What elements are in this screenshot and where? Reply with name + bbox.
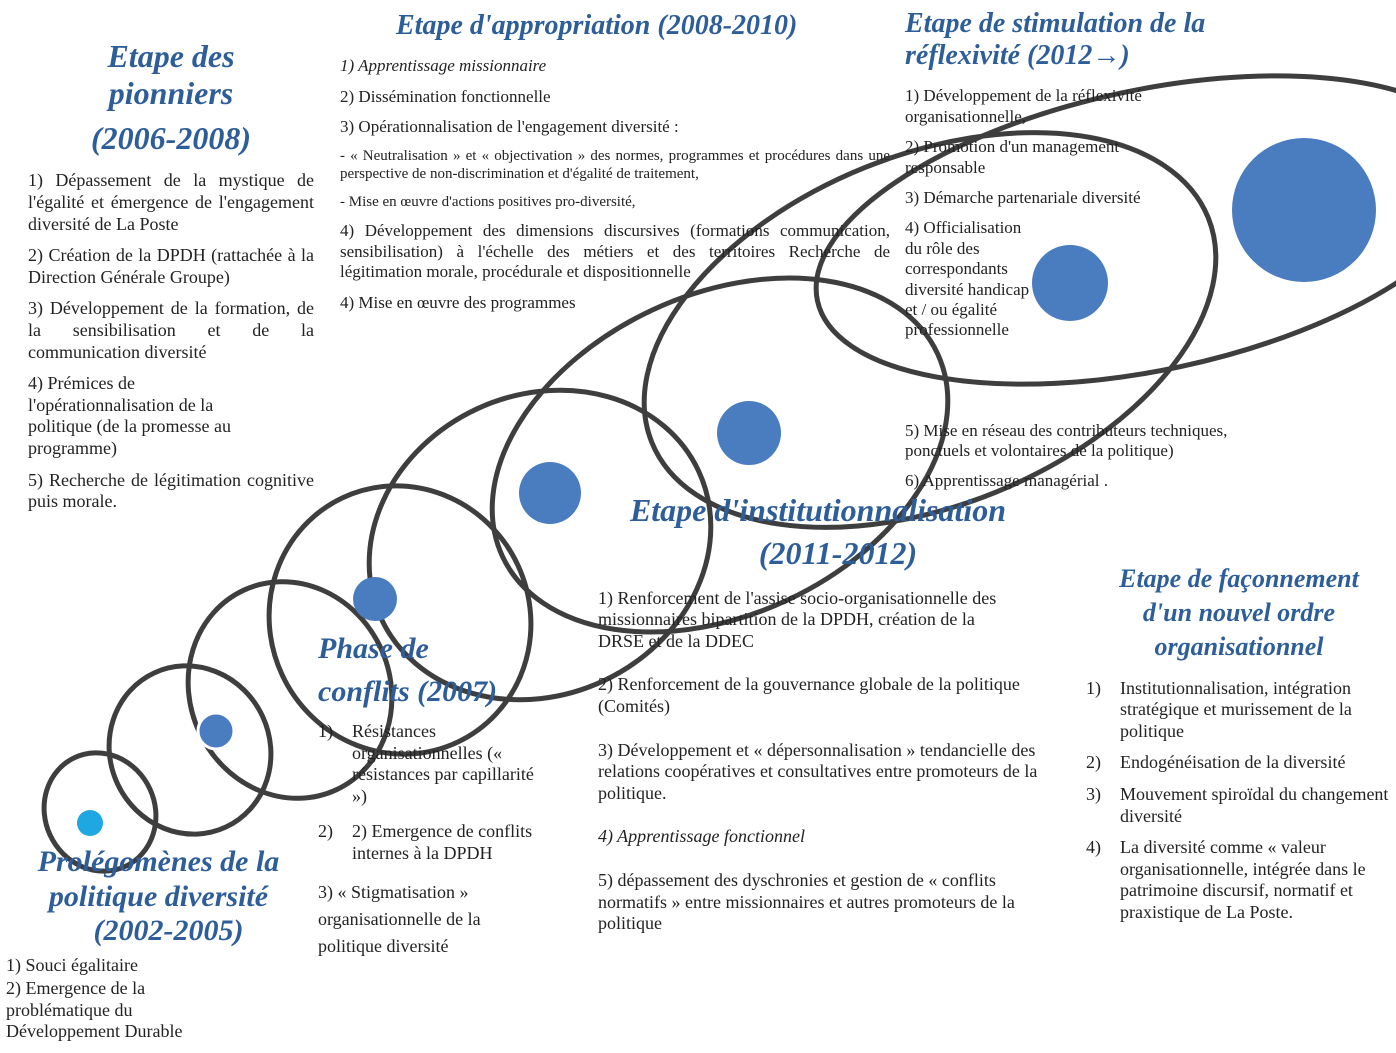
- stage-institutionnalisation-title-line-2: (2011-2012): [758, 534, 918, 571]
- list-item: 5) Mise en réseau des contributeurs tech…: [905, 420, 1228, 461]
- marker-conflits: [353, 577, 397, 621]
- list-item: 1) Institutionnalisation, intégration st…: [1086, 678, 1392, 743]
- spiral-loop-2: [106, 663, 274, 837]
- spiral-loop-4: [266, 483, 534, 757]
- stage-conflits-list: 1) Résistances organisationnelles (« rés…: [318, 721, 548, 865]
- stage-prolegomenes-title-line-1: Prolégomènes de la: [37, 845, 280, 878]
- stage-faconnement-title-line-2: d'un nouvel ordre: [1142, 597, 1336, 627]
- stage-appropriation-list: 1) Apprentissage missionnaire 2) Dissémi…: [340, 56, 890, 313]
- list-item: 4) La diversité comme « valeur organisat…: [1086, 837, 1392, 923]
- list-item: 2) Promotion d'un management responsable: [905, 137, 1120, 177]
- list-item: 2) 2) Emergence de conflits internes à l…: [318, 821, 548, 864]
- stage-conflits-extra: 3) « Stigmatisation » organisationnelle …: [318, 881, 481, 956]
- list-text: 2) Emergence de conflits internes à la D…: [352, 821, 533, 863]
- marker-institutionnalisation: [717, 401, 781, 465]
- spiral-loop-6: [489, 275, 951, 635]
- list-text: Mouvement spiroïdal du changement divers…: [1120, 784, 1389, 826]
- stage-reflexivite-list: 1) Développement de la réflexivité organ…: [905, 86, 1250, 491]
- list-item: 3) Développement et « dépersonnalisation…: [598, 739, 1038, 803]
- marker-pionniers: [196, 711, 236, 751]
- stage-institutionnalisation-title: Etape d'institutionnalisation (2011-2012…: [598, 492, 1038, 572]
- stage-institutionnalisation-title-line-1: Etape d'institutionnalisation: [629, 492, 1007, 528]
- list-item: - « Neutralisation » et « objectivation …: [340, 148, 890, 183]
- spiral-loop-8: [813, 73, 1396, 387]
- list-item: 6) Apprentissage managérial .: [905, 471, 1108, 491]
- marker-reflexivite: [1032, 245, 1108, 321]
- marker-appropriation: [519, 462, 581, 524]
- list-text: Institutionnalisation, intégration strat…: [1120, 677, 1352, 741]
- list-item: 4) Officialisation du rôle des correspon…: [905, 218, 1030, 340]
- stage-pionniers-title-line-3: (2006-2008): [91, 119, 251, 156]
- list-item: 2) Dissémination fonctionnelle: [340, 86, 551, 106]
- list-text: Résistances organisationnelles (« résist…: [352, 721, 534, 806]
- list-item: 4) Prémices de l'opérationnalisation de …: [28, 373, 231, 458]
- stage-pionniers-title-line-1: Etape des: [107, 38, 235, 74]
- list-item: 2) Création de la DPDH (rattachée à la D…: [28, 245, 314, 287]
- stage-faconnement-list: 1) Institutionnalisation, intégration st…: [1086, 678, 1392, 924]
- list-number: 2): [318, 821, 333, 842]
- list-item: 2) Endogénéisation de la diversité: [1086, 752, 1392, 774]
- stage-pionniers-title: Etape des pionniers (2006-2008): [28, 38, 314, 156]
- stage-faconnement-title-line-1: Etape de façonnement: [1119, 564, 1359, 593]
- stage-markers: [77, 138, 1376, 836]
- list-item: 1) Souci égalitaire: [6, 954, 138, 975]
- list-item: 3) Développement de la formation, de la …: [28, 298, 314, 362]
- list-item: 4) Développement des dimensions discursi…: [340, 221, 890, 282]
- stage-reflexivite: Etape de stimulation de la réflexivité (…: [905, 8, 1250, 502]
- stage-prolegomenes: Prolégomènes de la politique diversité (…: [6, 845, 311, 1053]
- stage-pionniers-title-line-2: pionniers: [108, 74, 234, 111]
- list-number: 2): [1086, 752, 1101, 773]
- list-item: 5) Recherche de légitimation cognitive p…: [28, 469, 314, 512]
- list-item: - Mise en œuvre d'actions positives pro-…: [340, 194, 636, 211]
- marker-faconnement: [1232, 138, 1376, 282]
- list-item: 2) Emergence de la problématique du Déve…: [6, 978, 183, 1042]
- list-text: Endogénéisation de la diversité: [1120, 752, 1346, 773]
- list-number: 3): [1086, 784, 1101, 805]
- stage-conflits-title-line-2: conflits (2007): [318, 674, 498, 708]
- stage-appropriation: Etape d'appropriation (2008-2010) 1) App…: [340, 10, 890, 323]
- list-item: 1) Résistances organisationnelles (« rés…: [318, 721, 548, 807]
- spiral-loop-7: [641, 130, 1219, 530]
- list-item: 1) Dépassement de la mystique de l'égali…: [28, 170, 314, 234]
- marker-prolegomenes: [77, 810, 103, 836]
- stage-institutionnalisation: Etape d'institutionnalisation (2011-2012…: [598, 492, 1038, 945]
- spiral-loop-1: [41, 750, 159, 874]
- list-item: 1) Apprentissage missionnaire: [340, 56, 547, 76]
- stage-faconnement-title: Etape de façonnement d'un nouvel ordre o…: [1086, 564, 1392, 662]
- list-item: 1) Développement de la réflexivité organ…: [905, 86, 1142, 126]
- stage-appropriation-title: Etape d'appropriation (2008-2010): [396, 10, 798, 41]
- list-item: 1) Renforcement de l'assise socio-organi…: [598, 587, 997, 651]
- stage-pionniers: Etape des pionniers (2006-2008) 1) Dépas…: [28, 38, 314, 523]
- stage-conflits-title-line-1: Phase de: [318, 632, 429, 665]
- stage-institutionnalisation-list: 1) Renforcement de l'assise socio-organi…: [598, 588, 1038, 935]
- stage-prolegomenes-title-line-3: (2002-2005): [93, 914, 244, 947]
- list-item: 2) Renforcement de la gouvernance global…: [598, 674, 1020, 716]
- list-item: 4) Apprentissage fonctionnel: [598, 826, 805, 847]
- stage-faconnement-title-line-3: organisationnel: [1154, 631, 1324, 661]
- stage-faconnement: Etape de façonnement d'un nouvel ordre o…: [1086, 564, 1392, 934]
- stage-conflits-title: Phase de conflits (2007): [318, 632, 548, 709]
- stage-prolegomenes-title: Prolégomènes de la politique diversité (…: [6, 845, 311, 949]
- stage-reflexivite-title-line-2: réflexivité (2012→): [905, 40, 1130, 72]
- stage-reflexivite-title: Etape de stimulation de la réflexivité (…: [905, 8, 1250, 72]
- list-text: La diversité comme « valeur organisation…: [1120, 837, 1366, 923]
- stage-reflexivite-title-line-1: Etape de stimulation de la: [905, 8, 1206, 39]
- list-item: 4) Mise en œuvre des programmes: [340, 292, 576, 312]
- list-item: 3) Mouvement spiroïdal du changement div…: [1086, 784, 1392, 827]
- list-item: 5) dépassement des dyschronies et gestio…: [598, 869, 1015, 934]
- stage-pionniers-list: 1) Dépassement de la mystique de l'égali…: [28, 170, 314, 512]
- list-item: 3) Démarche partenariale diversité: [905, 187, 1141, 207]
- stage-prolegomenes-list: 1) Souci égalitaire 2) Emergence de la p…: [6, 955, 311, 1043]
- list-number: 1): [1086, 677, 1101, 698]
- stage-conflits: Phase de conflits (2007) 1) Résistances …: [318, 632, 548, 960]
- list-number: 1): [318, 721, 333, 741]
- list-item: 3) Opérationnalisation de l'engagement d…: [340, 116, 679, 136]
- stage-prolegomenes-title-line-2: politique diversité: [48, 879, 269, 913]
- list-number: 4): [1086, 837, 1101, 858]
